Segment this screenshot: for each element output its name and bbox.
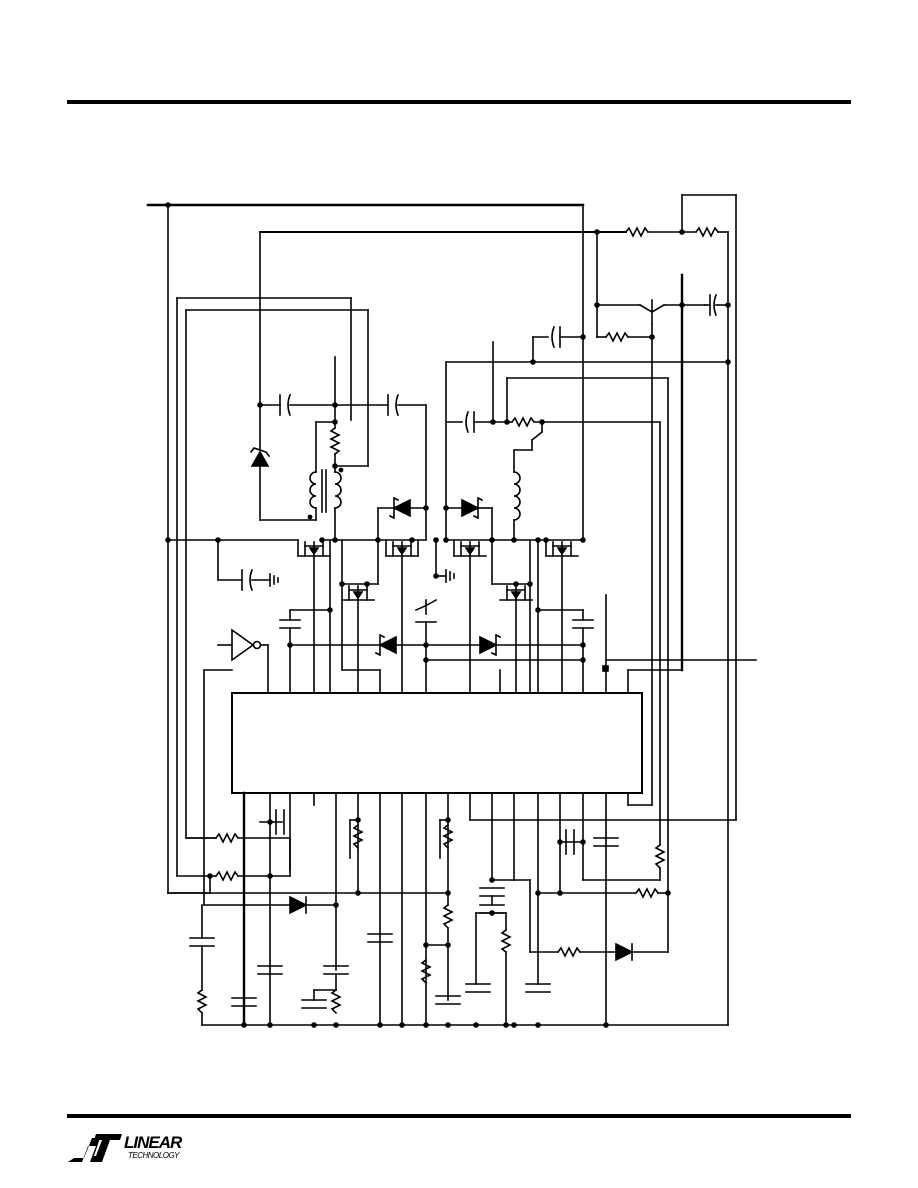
ic-bottom-pins [242,791,607,1027]
capacitor-upper-right [529,325,587,366]
mosfet-q2 [374,536,419,694]
capacitor-cs [445,341,513,434]
center-ground [432,539,455,583]
logo-word: LINEAR [124,1133,182,1152]
feedback-divider [529,843,672,985]
output-inductor [513,439,533,541]
feedback-rail [259,228,729,406]
resistor-bjt-base [596,304,653,343]
input-rail [146,201,585,894]
controller-ic [231,692,643,794]
mosfet-q6 [491,539,534,694]
lt-logo-icon [68,1134,122,1162]
mosfet-q4 [491,536,587,694]
bootstrap-caps [279,539,594,694]
schottky-diode-2 [442,496,493,541]
schottky-diodes-lower [289,633,587,664]
ground-bus [201,361,729,1029]
zener-diode [249,404,317,521]
bottom-resistors [167,816,454,1001]
outer-loop [469,194,737,821]
soft-start-network [475,876,531,1026]
mosfet-q5 [338,539,381,694]
inverter-gate [203,628,269,906]
mosfet-q3 [432,536,496,694]
bottom-caps [189,809,619,1026]
schottky-diode-1 [377,496,430,541]
mosfet-q1 [297,536,427,694]
linear-technology-logo: LINEAR TECHNOLOGY [66,1132,196,1166]
footer-rule [67,1114,851,1118]
left-loop-outer [176,297,352,877]
left-loop-inner [185,309,369,839]
switch-bus [164,536,299,592]
inner-loop [506,336,669,894]
capacitor-bjt [704,293,732,317]
snubber-capacitors [256,393,427,541]
header-rule [67,100,851,104]
transformer [307,356,344,541]
resistor-top-1 [624,226,650,238]
ic-top-pins [499,594,757,694]
resistor-cs [510,416,661,846]
resistor-top-2 [694,226,720,238]
logo-subtitle: TECHNOLOGY [128,1151,180,1160]
bjt-transistor [593,231,706,341]
